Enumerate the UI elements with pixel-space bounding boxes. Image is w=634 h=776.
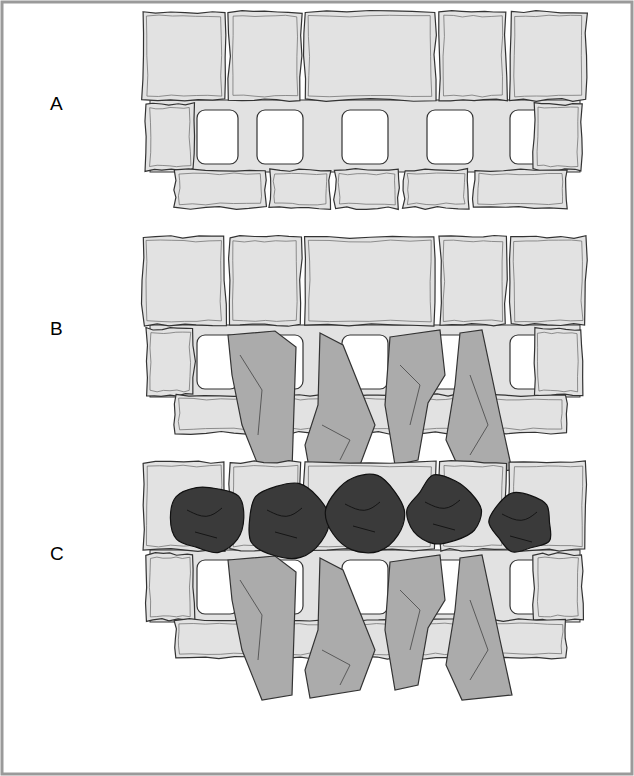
- panel-letter: A: [50, 94, 63, 113]
- wall-block: [403, 169, 470, 210]
- stone-crack: [400, 365, 420, 425]
- stone-crack: [345, 502, 380, 510]
- block-edge: [443, 15, 503, 97]
- capping-stone: [170, 487, 243, 553]
- block-edge: [150, 332, 191, 392]
- wall-block: [304, 11, 437, 102]
- panel-letter: C: [50, 544, 64, 563]
- wall-block: [145, 103, 195, 172]
- wall-block: [228, 11, 302, 102]
- wall: [143, 461, 586, 700]
- middle-course: [150, 550, 580, 622]
- block-edge: [514, 15, 582, 97]
- capping-stone: [325, 474, 404, 552]
- wall-opening: [197, 110, 238, 164]
- block-edge: [308, 240, 431, 322]
- wall: [142, 11, 588, 210]
- stone-crack: [240, 580, 262, 660]
- wall-group: [142, 11, 588, 700]
- wedge-stone: [228, 556, 296, 700]
- block-edge: [233, 241, 298, 322]
- wedge-stone: [305, 558, 375, 698]
- block-edge: [149, 557, 190, 617]
- block-edge: [407, 173, 465, 205]
- wedge-stone: [228, 331, 296, 475]
- block-edge: [537, 107, 578, 167]
- block-edge: [537, 332, 578, 392]
- wall-block: [174, 169, 267, 210]
- block-edge: [146, 240, 221, 322]
- wall-block: [305, 236, 436, 326]
- block-edge: [308, 15, 432, 96]
- block-edge: [146, 15, 221, 96]
- capping-stone: [249, 483, 330, 559]
- wedge-stone: [305, 333, 375, 473]
- stone-crack: [510, 536, 532, 542]
- wall-block: [334, 169, 400, 210]
- wall-block: [142, 12, 226, 101]
- middle-course: [150, 100, 580, 172]
- block-edge: [513, 240, 583, 322]
- stone-crack: [470, 375, 488, 455]
- stone-crack: [267, 508, 302, 516]
- wall-block: [439, 11, 508, 101]
- wall-block: [146, 328, 195, 397]
- block-edge: [273, 173, 327, 205]
- block-edge: [443, 240, 503, 321]
- capping-stone: [407, 475, 482, 545]
- wall-block: [229, 236, 303, 327]
- wall-opening: [257, 110, 303, 164]
- wedge-stone: [446, 555, 512, 700]
- middle-course: [150, 325, 580, 397]
- stone-crack: [502, 512, 537, 520]
- wall-block: [142, 236, 227, 326]
- stone-crack: [275, 532, 297, 538]
- stone-crack: [240, 355, 262, 435]
- stone-crack: [195, 532, 217, 538]
- block-edge: [150, 107, 191, 166]
- wall-block: [473, 169, 568, 209]
- wall-opening: [427, 110, 473, 164]
- stone-crack: [322, 650, 350, 685]
- stone-crack: [400, 590, 420, 650]
- panel-letter: B: [50, 319, 63, 338]
- wall-block: [534, 328, 583, 396]
- block-edge: [338, 173, 395, 205]
- stone-crack: [187, 508, 222, 516]
- wall-block: [510, 236, 588, 326]
- block-edge: [478, 173, 563, 204]
- block-edge: [232, 15, 297, 97]
- wedge-stone: [385, 555, 445, 690]
- wall-block: [510, 11, 588, 102]
- wedge-stone: [446, 330, 512, 475]
- wall-block: [533, 553, 584, 622]
- stone-crack: [433, 524, 455, 530]
- wall-block: [269, 169, 331, 209]
- stone-crack: [353, 526, 375, 532]
- block-edge: [537, 557, 578, 617]
- wedge-stone: [385, 330, 445, 465]
- wall-opening: [342, 110, 388, 164]
- wall-block: [439, 236, 507, 326]
- stone-crack: [425, 500, 460, 508]
- block-edge: [178, 173, 261, 205]
- stone-crack: [470, 600, 488, 680]
- wall: [142, 236, 588, 475]
- wall-block: [146, 553, 195, 622]
- capping-stone: [489, 492, 551, 552]
- wall-block: [533, 103, 583, 172]
- stone-crack: [322, 425, 350, 460]
